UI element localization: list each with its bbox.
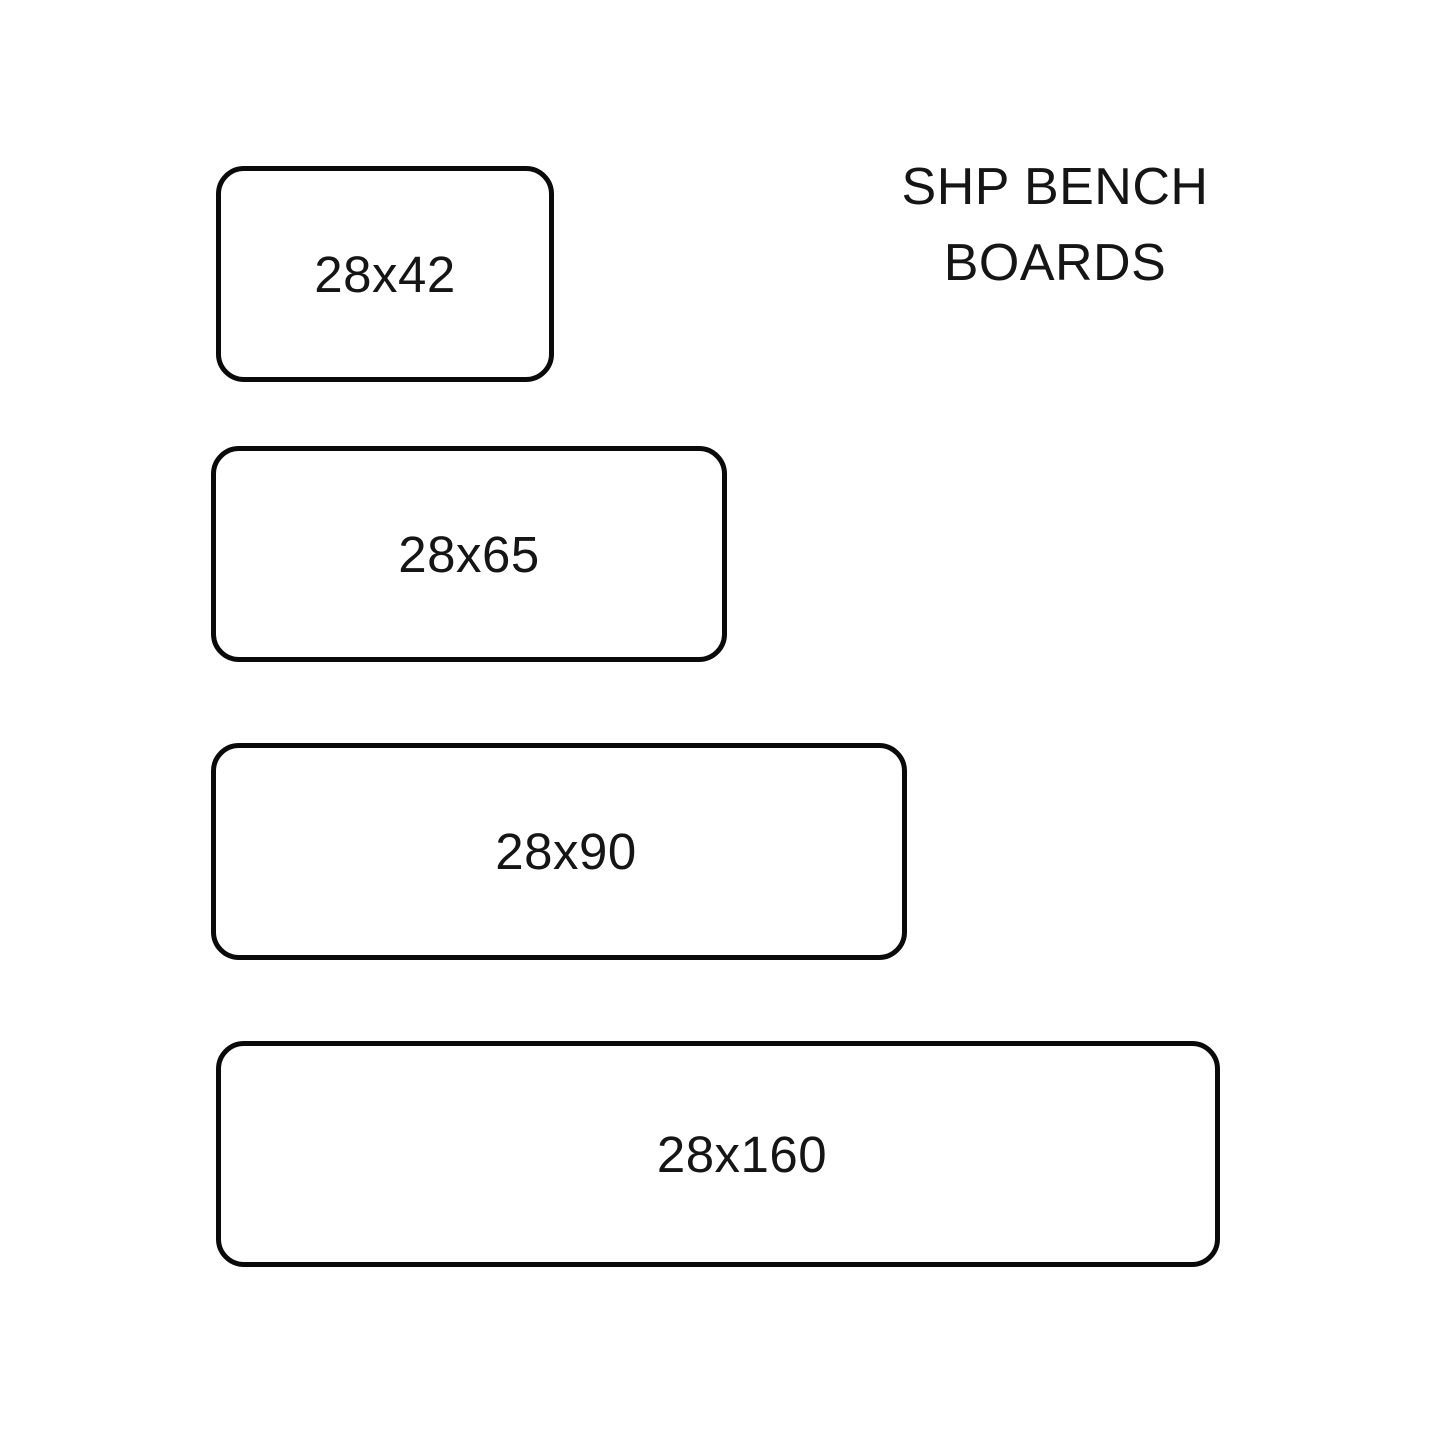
diagram-title-line2: BOARDS: [943, 234, 1167, 292]
board-28x42: 28x42: [216, 166, 554, 382]
board-label: 28x160: [656, 1125, 828, 1183]
board-28x90: 28x90: [211, 743, 907, 960]
diagram-title-line1: SHP BENCH: [901, 158, 1209, 216]
board-label: 28x65: [398, 525, 540, 583]
board-28x65: 28x65: [211, 446, 727, 662]
board-label: 28x42: [314, 245, 456, 303]
board-28x160: 28x160: [216, 1041, 1220, 1267]
diagram-title: SHP BENCH BOARDS: [855, 149, 1255, 301]
board-label: 28x90: [495, 823, 637, 880]
